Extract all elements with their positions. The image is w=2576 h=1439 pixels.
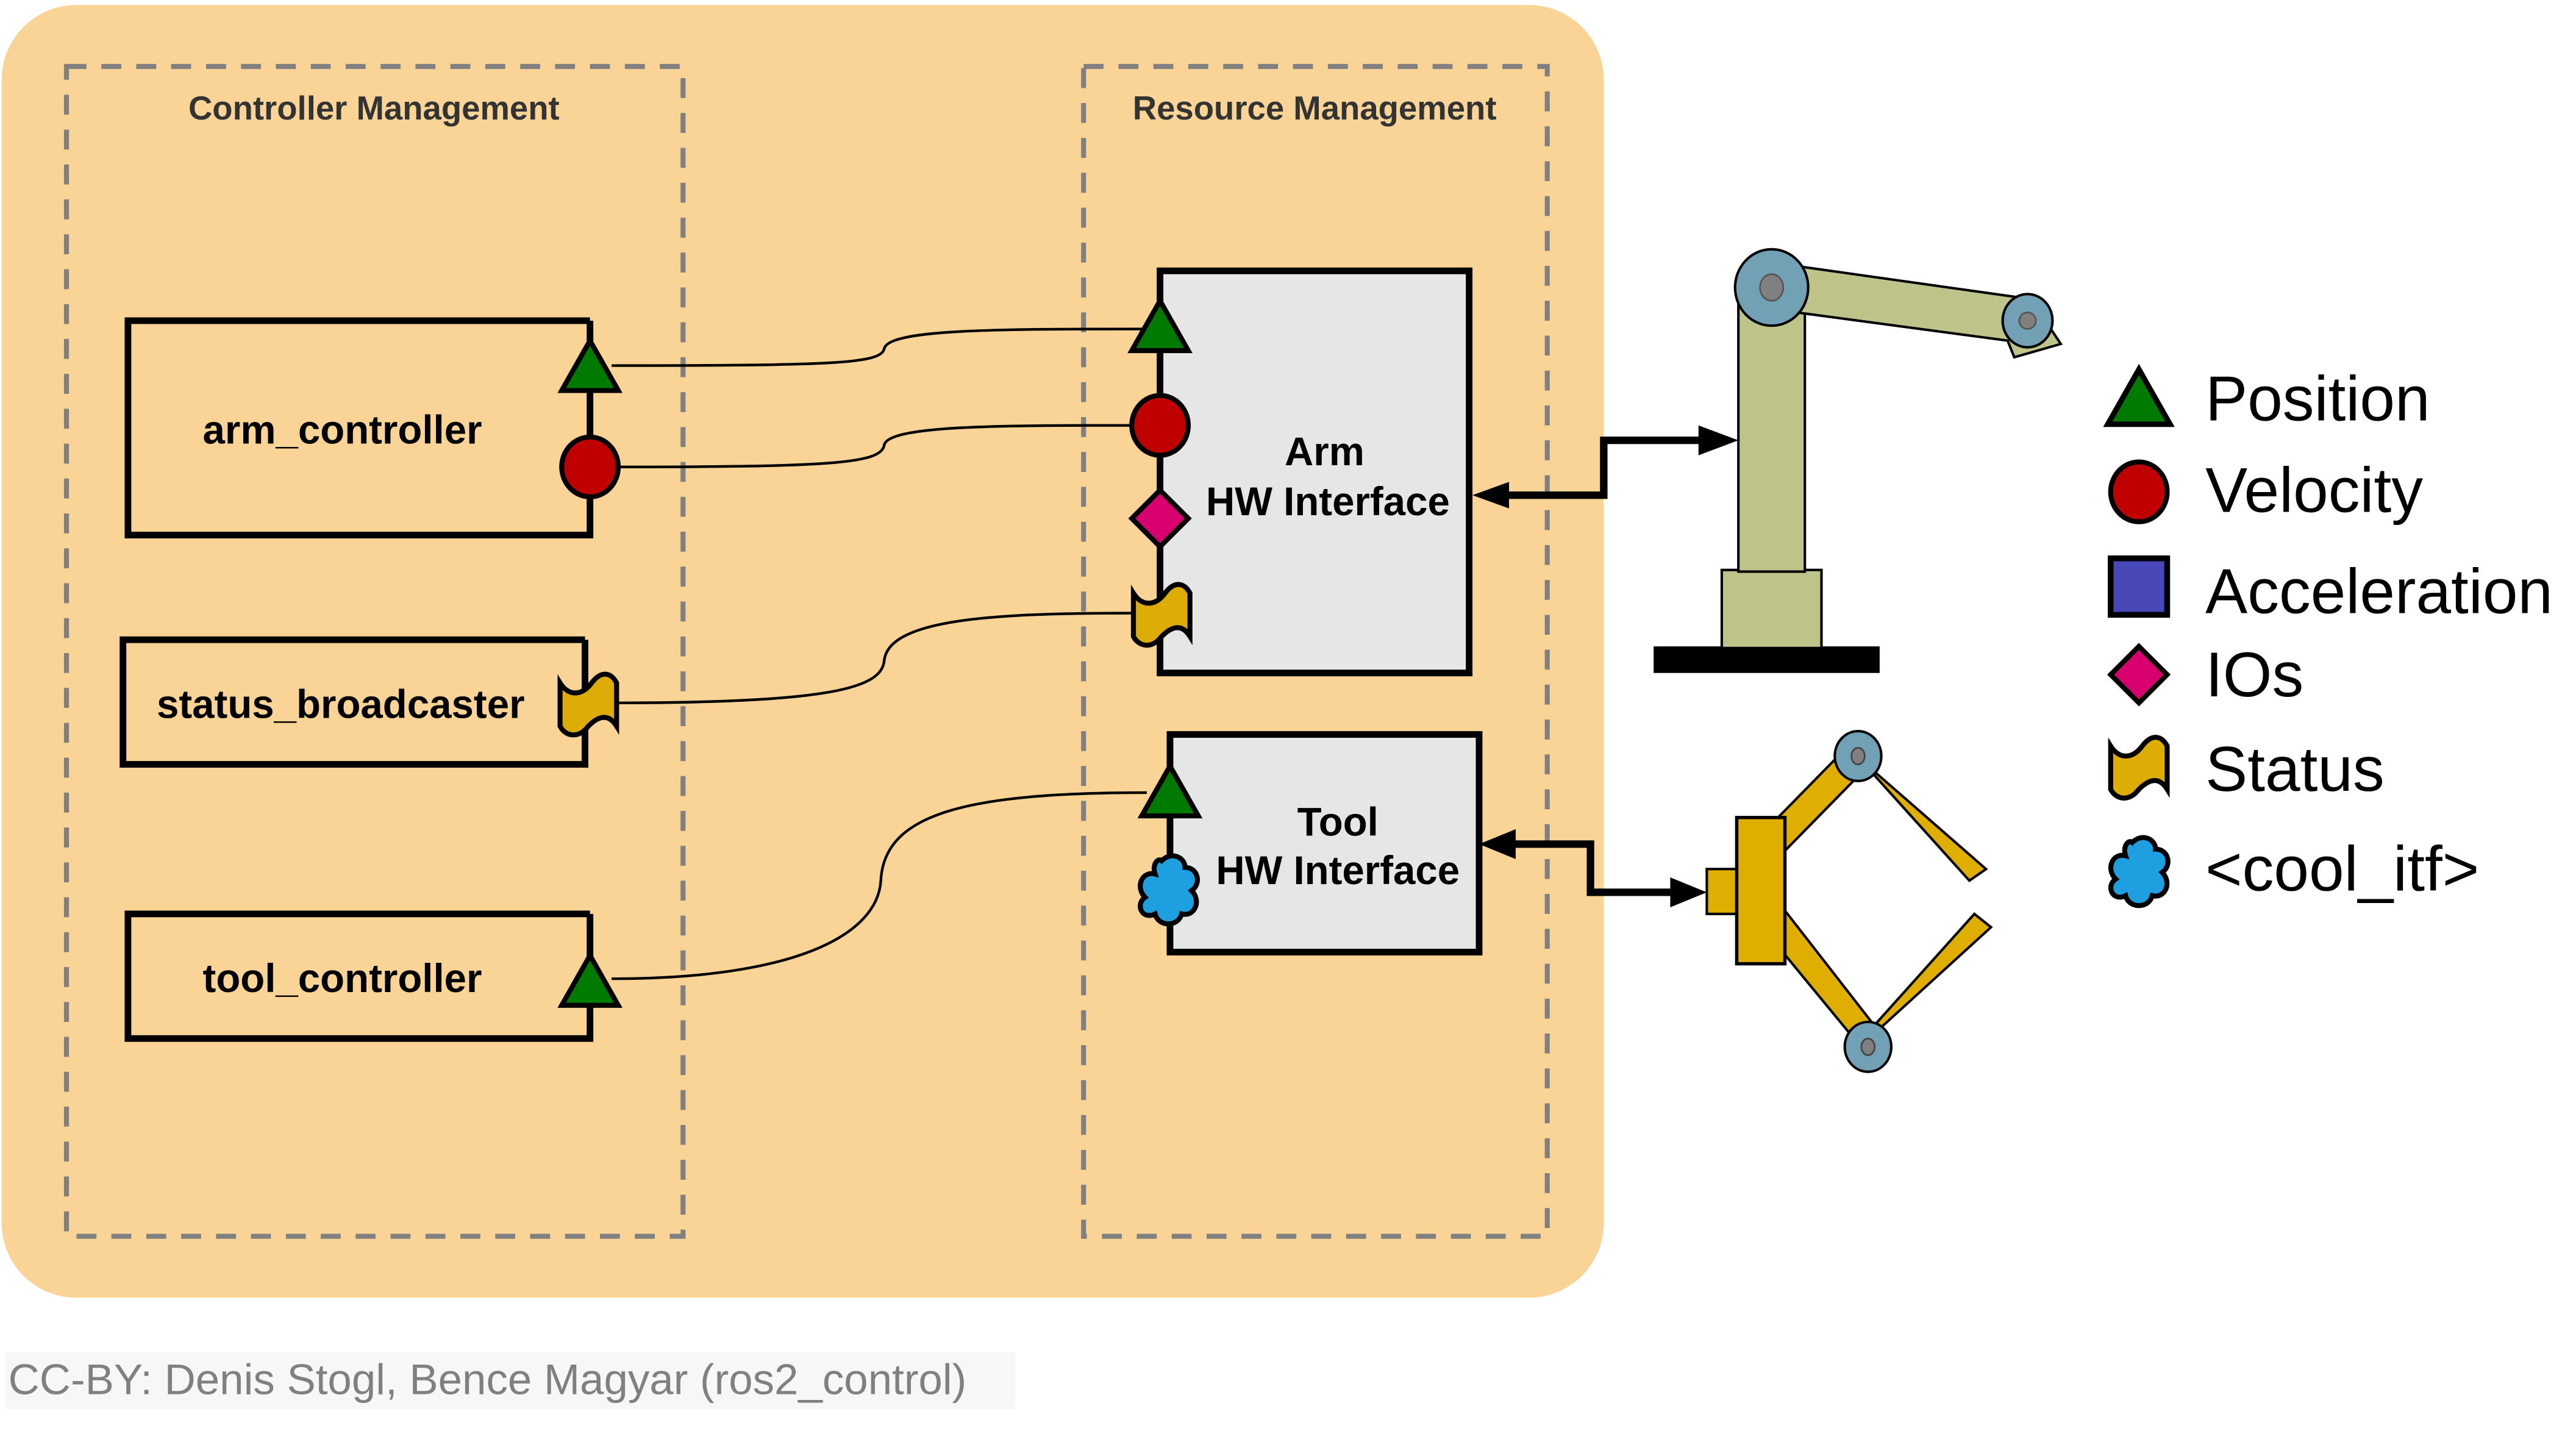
arm-hw-interface-box[interactable]: Arm HW Interface <box>1132 267 1473 677</box>
legend: Position Velocity Acceleration IOs Statu… <box>2108 363 2553 905</box>
legend-label: Acceleration <box>2205 556 2553 627</box>
diamond-icon <box>2111 646 2167 703</box>
gripper-icon <box>1705 730 1993 1073</box>
tool-hw-interface-title: Tool <box>1297 800 1379 844</box>
resource-management-title: Resource Management <box>1133 90 1497 127</box>
footer-text: CC-BY: Denis Stogl, Bence Magyar (ros2_c… <box>9 1355 967 1404</box>
triangle-icon <box>2108 370 2170 424</box>
tool-hw-interface-box[interactable]: Tool HW Interface <box>1140 731 1483 955</box>
robot-arm-icon <box>1654 248 2063 673</box>
arm-hw-interface-title: Arm <box>1285 429 1365 474</box>
legend-label: Velocity <box>2205 454 2423 525</box>
arm-hw-interface-subtitle: HW Interface <box>1206 479 1450 524</box>
square-icon <box>2111 559 2167 615</box>
velocity-port-icon[interactable] <box>562 437 618 497</box>
legend-item-velocity: Velocity <box>2111 454 2423 525</box>
arm-controller-box[interactable]: arm_controller <box>124 317 618 538</box>
controller-management-title: Controller Management <box>188 90 560 127</box>
status-wave-icon <box>2111 737 2167 798</box>
cloud-icon <box>2111 838 2168 906</box>
legend-item-status: Status <box>2111 734 2385 804</box>
connection-tool-position <box>612 791 1147 980</box>
arm-controller-label: arm_controller <box>202 408 482 452</box>
legend-label: Status <box>2205 734 2385 804</box>
legend-item-cool-itf: <cool_itf> <box>2111 834 2479 906</box>
status-broadcaster-label: status_broadcaster <box>157 682 525 726</box>
tool-link-arrow <box>1479 829 1707 907</box>
tool-controller-label: tool_controller <box>203 956 482 1001</box>
connection-arm-velocity <box>618 424 1134 468</box>
tool-hw-interface-subtitle: HW Interface <box>1216 848 1460 893</box>
tool-controller-box[interactable]: tool_controller <box>124 910 618 1042</box>
circle-icon <box>2111 462 2167 522</box>
arm-link-arrow <box>1472 425 1739 509</box>
footer-credit: CC-BY: Denis Stogl, Bence Magyar (ros2_c… <box>5 1352 1016 1409</box>
legend-label: Position <box>2205 363 2430 434</box>
status-broadcaster-box[interactable]: status_broadcaster <box>120 636 617 768</box>
velocity-port-icon[interactable] <box>1132 396 1188 455</box>
legend-label: IOs <box>2205 639 2303 710</box>
connections <box>612 327 1147 980</box>
legend-item-acceleration: Acceleration <box>2111 556 2553 627</box>
legend-item-position: Position <box>2108 363 2430 434</box>
legend-item-ios: IOs <box>2111 639 2303 710</box>
legend-label: <cool_itf> <box>2205 834 2479 904</box>
connection-status <box>615 612 1134 704</box>
resource-management-group: Resource Management <box>1081 63 1550 1239</box>
connection-arm-position <box>612 327 1147 367</box>
controller-management-group: Controller Management <box>63 63 686 1239</box>
